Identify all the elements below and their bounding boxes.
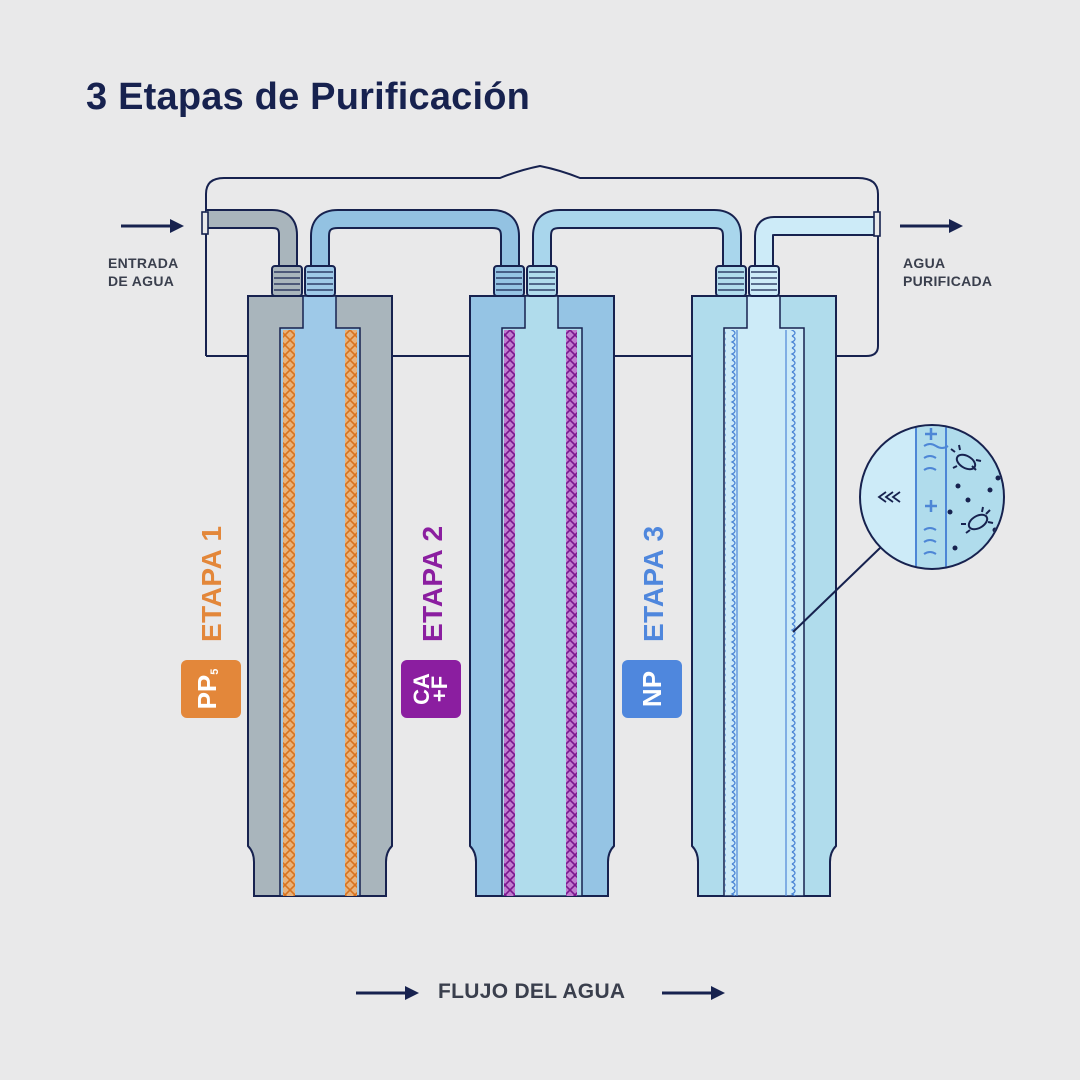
stage-2-code-line-2: +F (427, 675, 452, 703)
output-arrow (900, 219, 963, 233)
stage-3-badge: NP (622, 660, 682, 718)
filter-stage-2 (469, 265, 615, 897)
filter-stage-3 (691, 265, 837, 897)
flow-arrow-left (356, 986, 419, 1000)
page-title: 3 Etapas de Purificación (86, 76, 531, 118)
stage-1-code: PP (192, 674, 222, 710)
stage-2-label: ETAPA 2 (417, 525, 448, 642)
stage-1-badge: PP5 (181, 660, 241, 718)
filter-stage-1 (247, 265, 393, 897)
stage-3-code: NP (637, 670, 667, 708)
input-arrow (121, 219, 184, 233)
flow-arrow-right (662, 986, 725, 1000)
nanofiber-zoom-callout (792, 424, 1005, 633)
stage-1-label: ETAPA 1 (196, 525, 227, 642)
stage-3-label: ETAPA 3 (638, 525, 669, 642)
stage-2-badge: CA+F (401, 660, 461, 718)
water-flow-label: FLUJO DEL AGUA (438, 980, 626, 1003)
stage-1-code-sub: 5 (209, 668, 221, 675)
filter-frame (205, 164, 879, 357)
